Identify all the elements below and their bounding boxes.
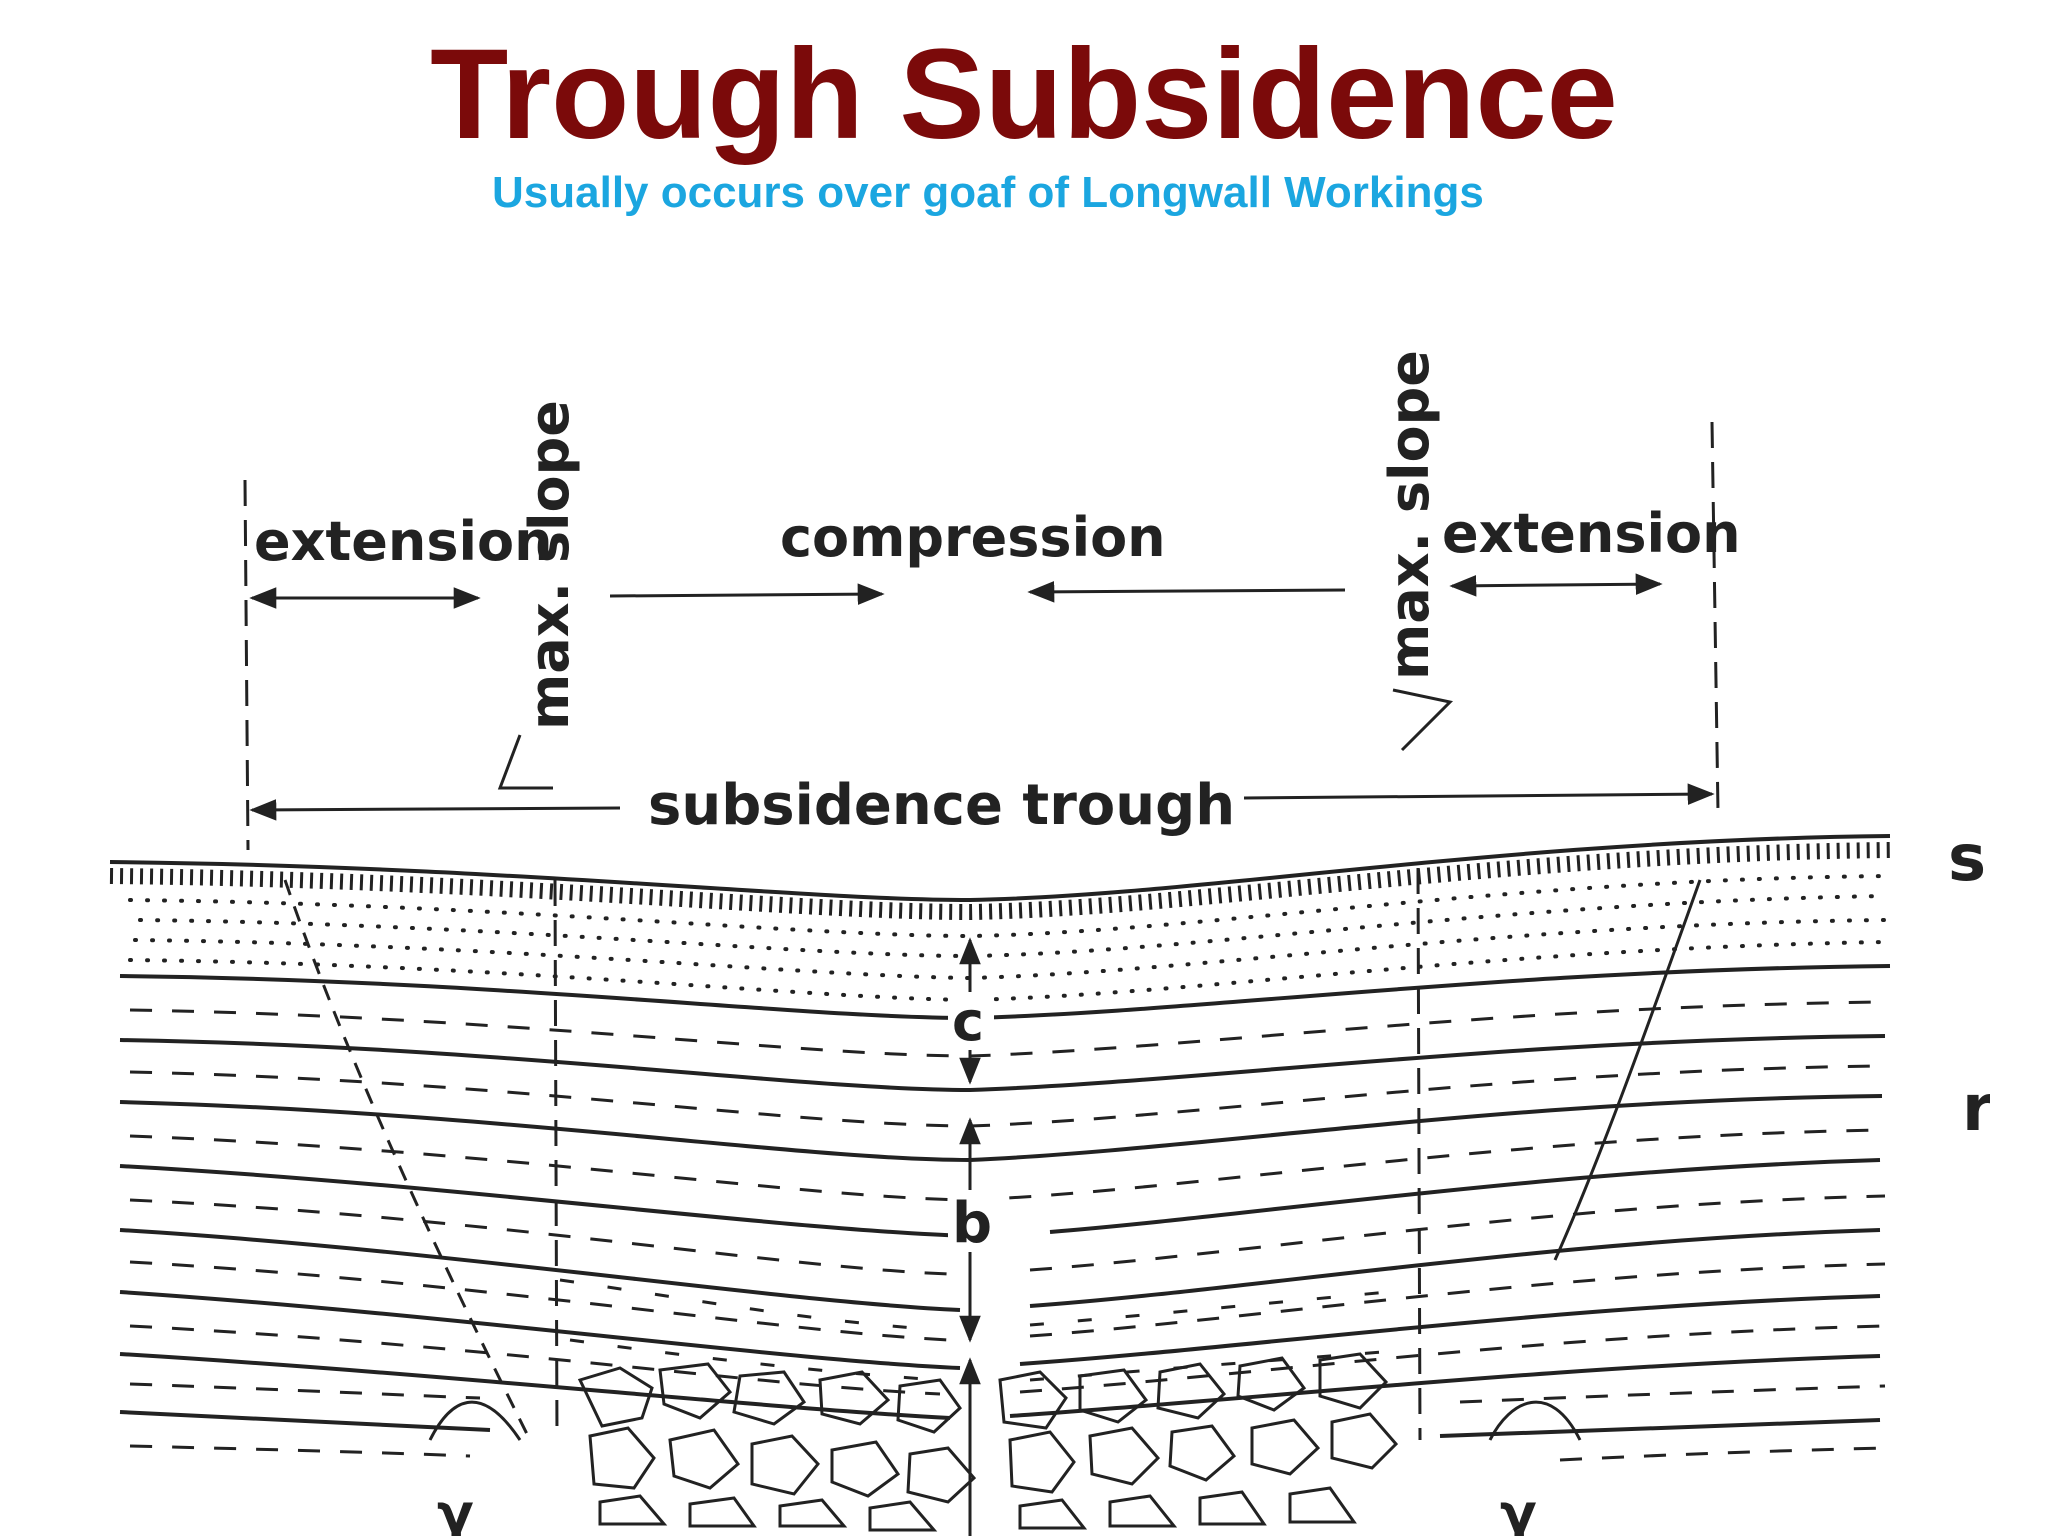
ground-surface-hatch (109, 842, 1891, 921)
subsidence-trough-arrow-right (1243, 783, 1715, 806)
fracture-ticks (559, 1278, 1411, 1382)
right-boundary-line (1710, 421, 1720, 813)
strata-layers (119, 964, 1891, 1438)
right-edge-crop (1990, 800, 2048, 1200)
zone-c-label: c (952, 990, 984, 1053)
extension-right-label: extension (1442, 502, 1741, 565)
compression-left-arrow (609, 583, 885, 605)
subsidence-trough-label: subsidence trough (648, 773, 1235, 838)
subsidence-trough-arrow-left (249, 799, 621, 821)
max-slope-right-label: max. slope (1378, 350, 1441, 680)
caving-boundary-right (1553, 879, 1702, 1261)
caving-boundary-left (283, 879, 532, 1441)
cave-right-label: γ (1500, 1482, 1537, 1536)
stratum-line-8-right (1439, 1418, 1881, 1438)
stratum-line-8-left (119, 1410, 491, 1432)
ground-surface-line (109, 834, 1891, 903)
slide-title: Trough Subsidence (430, 23, 1618, 166)
zone-c-label-bg (948, 992, 994, 1050)
compression-label: compression (780, 506, 1166, 569)
cave-left-label: γ (437, 1482, 474, 1536)
cave-arch-right (1488, 1400, 1582, 1441)
left-max-slope-line (553, 879, 559, 1441)
zone-b-label-bg (948, 1190, 994, 1252)
goaf-rubble (570, 1352, 1420, 1536)
stratum-line-2 (119, 1034, 1886, 1093)
goaf-rubble-area (570, 1360, 1420, 1536)
boundary-lines (243, 421, 1720, 1441)
slide-subtitle: Usually occurs over goaf of Longwall Wor… (492, 168, 1484, 217)
edge-label-s: s (1948, 822, 1986, 896)
left-boundary-line (243, 479, 250, 851)
stratum-line-1 (119, 964, 1891, 1021)
sand-texture (128, 874, 1887, 1003)
extension-left-label: extension (254, 510, 553, 573)
stratum-line-6-right (1019, 1294, 1881, 1366)
right-max-slope-line (1416, 867, 1422, 1441)
zone-b-label: b (952, 1191, 992, 1256)
trough-subsidence-diagram: extension compression extension max. slo… (109, 350, 2048, 1536)
shale-texture (129, 1000, 1886, 1462)
cave-arch-left (428, 1400, 522, 1441)
stratum-line-4-right (1049, 1158, 1881, 1234)
max-slope-right-mark (1392, 688, 1454, 752)
stratum-line-5-right (1029, 1228, 1881, 1308)
stratum-line-4-left (119, 1164, 971, 1238)
strain-arrows (249, 573, 1715, 821)
max-slope-left-label: max. slope (518, 400, 581, 730)
stratum-line-6-left (119, 1290, 961, 1370)
extension-right-arrow (1449, 573, 1663, 597)
max-slope-left-mark (497, 734, 553, 790)
caving-envelopes (283, 879, 1702, 1441)
compression-right-arrow (1027, 581, 1346, 603)
stratum-line-5-left (119, 1228, 961, 1312)
stratum-line-7-left (119, 1352, 951, 1420)
stratum-line-7-right (1009, 1354, 1881, 1418)
edge-label-r: r (1962, 1072, 1994, 1146)
